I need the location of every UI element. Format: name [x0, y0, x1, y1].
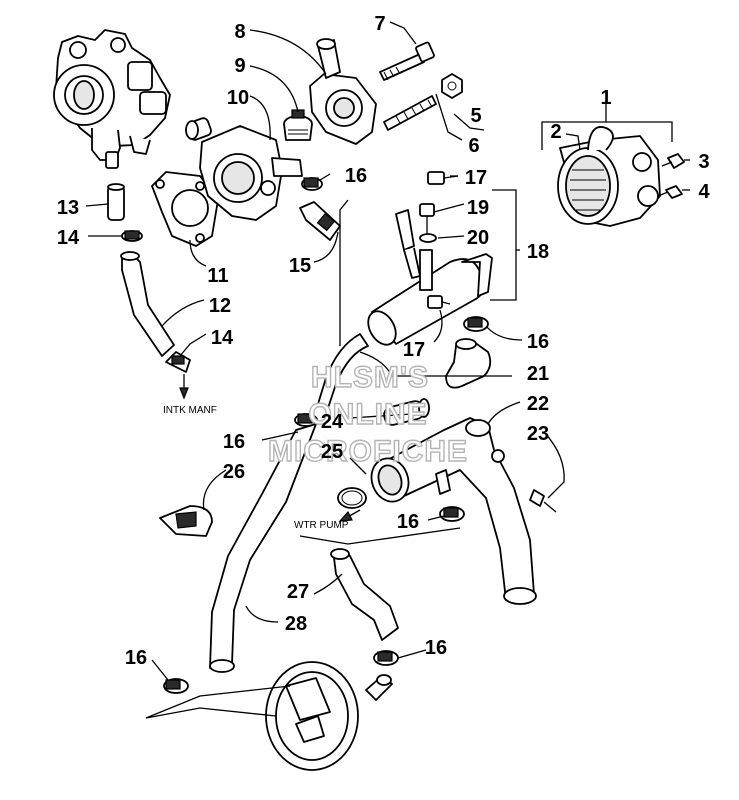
callout-25: 25	[321, 441, 343, 463]
watermark: HLSM'S ONLINE MICROFICHE	[267, 360, 468, 468]
screw-4	[657, 185, 683, 199]
clamp-14-top	[121, 230, 143, 242]
hose-24	[383, 398, 430, 426]
o-ring-25	[337, 487, 367, 509]
callout-13: 13	[57, 197, 79, 219]
thermostat-cover-8	[309, 38, 377, 145]
thermostat-9	[283, 109, 313, 141]
callout-16-bottom-right: 16	[425, 637, 447, 659]
callout-19: 19	[467, 197, 489, 219]
callout-14-bottom: 14	[211, 327, 234, 349]
water-pipe-22	[375, 417, 537, 605]
clamp-16-long-top	[294, 413, 318, 427]
clamp-14-bottom	[165, 351, 191, 373]
callout-17-bottom: 17	[403, 339, 425, 361]
callout-16-long: 16	[223, 431, 245, 453]
washer-20	[419, 233, 437, 243]
bolt-17-bottom	[427, 295, 451, 309]
screw-3	[661, 153, 685, 169]
water-pump-assembly	[557, 126, 661, 227]
callout-11: 11	[207, 265, 228, 287]
bolt-7	[379, 41, 435, 81]
callout-4: 4	[698, 181, 710, 203]
watermark-line-1: HLSM'S	[311, 361, 429, 394]
callout-23: 23	[527, 423, 549, 445]
heat-exchanger	[265, 661, 393, 771]
bolt-17-top	[427, 171, 459, 185]
clamp-16-pump	[439, 506, 465, 522]
clamp-16-mid	[463, 316, 489, 332]
arrow-pump-head	[338, 510, 353, 522]
callout-28: 28	[285, 613, 307, 635]
hose-28	[209, 423, 317, 673]
bracket-18	[395, 209, 421, 279]
note-water-pump: WTR PUMP	[294, 520, 349, 531]
callout-27: 27	[287, 581, 309, 603]
callout-14-top: 14	[57, 227, 80, 249]
elbow-hose-21	[445, 338, 492, 389]
callout-9: 9	[234, 55, 245, 77]
watermark-line-3: MICROFICHE	[268, 435, 468, 468]
bracket-26	[159, 505, 213, 537]
callout-6: 6	[468, 135, 479, 157]
callout-16-pump: 16	[397, 511, 419, 533]
hose-12	[120, 251, 175, 357]
callout-21: 21	[527, 363, 549, 385]
thermostat-housing-10	[185, 117, 303, 221]
bolt-19	[419, 203, 435, 236]
callout-24: 24	[321, 411, 344, 433]
callout-2: 2	[550, 121, 561, 143]
callouts: 1 2 3 4 5 6 7 8 9 10 11 12 13 14 14 15 1…	[57, 13, 711, 669]
bolt-23	[529, 489, 557, 513]
nut-5	[441, 73, 463, 99]
fitting-25	[370, 457, 410, 503]
callout-16-top: 16	[345, 165, 367, 187]
callout-5: 5	[470, 105, 481, 127]
temp-sensor-15	[299, 201, 341, 241]
callout-26: 26	[223, 461, 245, 483]
note-intake-manifold: INTK MANF	[163, 405, 217, 416]
callout-17-top: 17	[465, 167, 487, 189]
callout-7: 7	[374, 13, 385, 35]
callout-3: 3	[698, 151, 709, 173]
clamp-16-top	[301, 177, 323, 191]
clamp-16-bottom-right	[373, 650, 399, 666]
callout-16-mid: 16	[527, 331, 549, 353]
callout-12: 12	[209, 295, 231, 317]
gasket-11	[151, 171, 219, 247]
callout-16-bottom-left: 16	[125, 647, 147, 669]
callout-18: 18	[527, 241, 549, 263]
callout-1: 1	[600, 87, 611, 109]
callout-20: 20	[467, 227, 489, 249]
bolt-6	[383, 95, 437, 131]
hose-27	[330, 548, 399, 641]
callout-15: 15	[289, 255, 311, 277]
leader-lines	[85, 21, 690, 719]
throttle-body	[53, 29, 171, 169]
callout-22: 22	[527, 393, 549, 415]
callout-10: 10	[227, 87, 249, 109]
callout-8: 8	[234, 21, 245, 43]
hose-13	[107, 183, 125, 221]
clamp-16-bottom-left	[163, 678, 189, 694]
arrow-intake-head	[179, 387, 189, 400]
watermark-line-2: ONLINE	[308, 398, 427, 431]
